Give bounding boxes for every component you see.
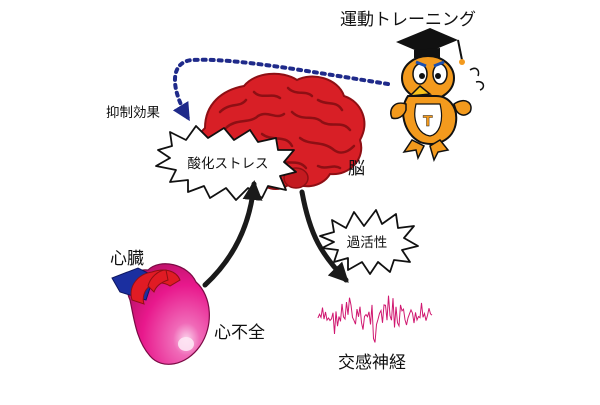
label-hyperactivity: 過活性 — [347, 235, 388, 251]
label-suppression-effect: 抑制効果 — [106, 105, 160, 121]
label-heart: 心臓 — [110, 249, 144, 269]
label-heart-failure: 心不全 — [214, 323, 265, 343]
nerve-signal-icon — [318, 296, 432, 343]
mascot-icon: T — [391, 28, 484, 160]
heart-to-brain-arrow — [205, 184, 254, 285]
label-exercise-training: 運動トレーニング — [340, 10, 476, 30]
nerve-signal-trace — [318, 296, 432, 343]
label-brain: 脳 — [348, 159, 365, 179]
label-oxidative-stress: 酸化ストレス — [188, 156, 269, 172]
svg-text:T: T — [423, 114, 433, 130]
label-sympathetic-nerve: 交感神経 — [338, 353, 406, 373]
heart-icon — [112, 264, 209, 365]
